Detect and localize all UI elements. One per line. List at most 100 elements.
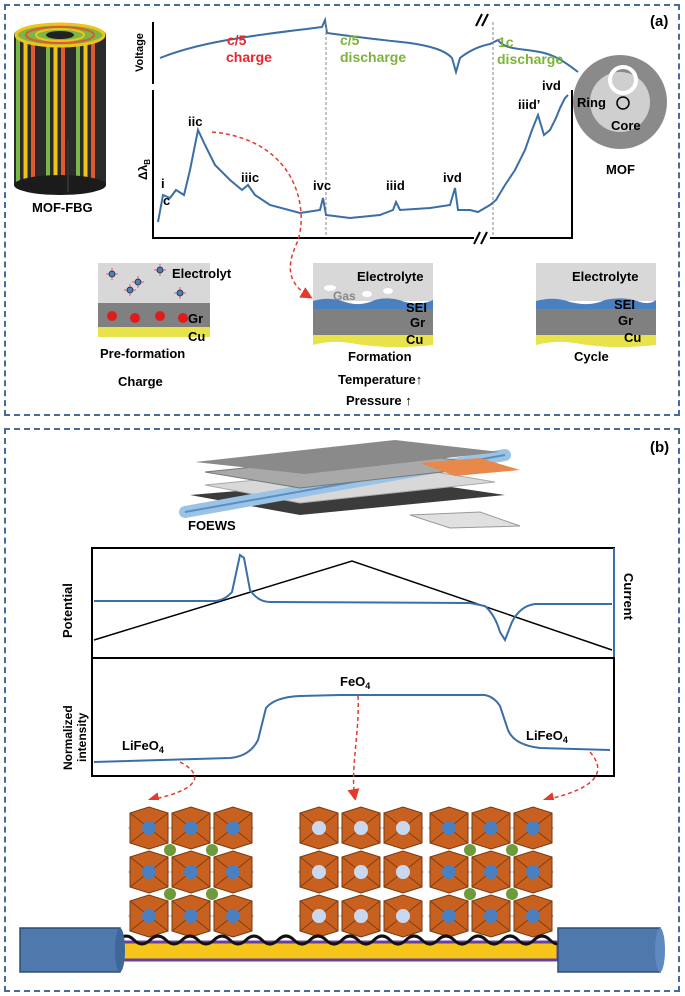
- segment2-rate: c/5: [340, 32, 360, 48]
- potential-axis-label: Potential: [60, 583, 75, 638]
- segment1-rate: c/5: [227, 32, 247, 48]
- li-atom: [164, 888, 176, 900]
- fe-atom: [396, 821, 410, 835]
- li-atom: [206, 844, 218, 856]
- pre-stage-name: Pre-formation: [100, 346, 185, 361]
- fe-atom: [442, 909, 456, 923]
- potential-triangle: [93, 560, 613, 651]
- fe-atom: [526, 821, 540, 835]
- formation-gas-label: Gas: [333, 289, 356, 303]
- cycle-sei-label: SEI: [614, 297, 635, 312]
- fe-atom: [184, 821, 198, 835]
- fbg-stripe: [61, 38, 65, 186]
- crystal-lifeo4-left: [126, 800, 256, 942]
- fe-atom: [142, 821, 156, 835]
- fe-atom: [442, 821, 456, 835]
- pre-stage-sub: Charge: [118, 374, 163, 389]
- species-left: LiFeO4: [122, 738, 164, 755]
- peak-iiic: iiic: [241, 170, 259, 185]
- mof-ring-label: Ring: [577, 95, 606, 110]
- fe-atom: [484, 909, 498, 923]
- electrolyte-molecule: [124, 284, 136, 296]
- fbg-stripe: [53, 38, 58, 186]
- fe-atom: [312, 821, 326, 835]
- arrow-right: [542, 751, 599, 804]
- formation-gr-label: Gr: [410, 315, 425, 330]
- fe-atom: [312, 909, 326, 923]
- formation-stage-name: Formation: [348, 349, 412, 364]
- formation-temp: Temperature↑: [338, 372, 422, 387]
- arrow-mid: [347, 695, 360, 801]
- intensity-axis-label-1: Normalized: [61, 705, 75, 770]
- panel-a-label: (a): [650, 13, 668, 30]
- axis-break-top: [475, 13, 489, 27]
- delta-curve: [157, 94, 569, 223]
- fbg-stripe: [23, 38, 28, 186]
- li-atom: [506, 844, 518, 856]
- current-curve: [94, 553, 612, 643]
- fe-atom: [142, 909, 156, 923]
- peak-c: c: [163, 193, 170, 208]
- voltage-curve: [159, 16, 579, 76]
- fbg-stripe: [98, 38, 103, 186]
- segment2-mode: discharge: [340, 49, 406, 65]
- stage-pre-formation: [98, 263, 210, 337]
- fe-atom: [526, 865, 540, 879]
- fbg-stripe: [83, 38, 88, 186]
- voltage-axis-label: Voltage: [134, 33, 146, 72]
- intensity-curve: [93, 693, 611, 763]
- fe-atom: [484, 821, 498, 835]
- fe-atom: [442, 865, 456, 879]
- formation-sei-label: SEI: [406, 300, 427, 315]
- segment3-mode: discharge: [497, 51, 563, 67]
- fe-atom: [184, 909, 198, 923]
- electrolyte-molecule: [174, 287, 186, 299]
- peak-ivd-2: ivd: [542, 78, 561, 93]
- formation-cu-label: Cu: [406, 332, 423, 347]
- foews-label: FOEWS: [188, 518, 236, 533]
- crystal-feo4: [296, 800, 426, 942]
- fe-atom: [226, 821, 240, 835]
- fbg-stripe: [38, 38, 43, 186]
- li-atom: [206, 888, 218, 900]
- mof-fbg-cylinder: [14, 22, 106, 195]
- fbg-stripe: [76, 38, 80, 186]
- li-atom: [464, 844, 476, 856]
- fe-atom: [142, 865, 156, 879]
- fe-atom: [396, 909, 410, 923]
- species-mid: FeO4: [340, 674, 370, 691]
- peak-iiid: iiid: [386, 178, 405, 193]
- stage-cycle: [536, 263, 656, 348]
- li-atom: [164, 844, 176, 856]
- pre-electrolyte-label: Electrolyt: [172, 266, 232, 281]
- fe-atom: [526, 909, 540, 923]
- cycle-gr-label: Gr: [618, 313, 633, 328]
- fbg-stripe: [46, 38, 50, 186]
- cycle-electrolyte-label: Electrolyte: [572, 269, 638, 284]
- fbg-stripe: [91, 38, 95, 186]
- mof-fbg-label: MOF-FBG: [32, 200, 93, 215]
- peak-ivd-1: ivd: [443, 170, 462, 185]
- current-axis-label: Current: [621, 573, 636, 621]
- formation-pressure: Pressure ↑: [346, 393, 412, 408]
- fe-atom: [354, 865, 368, 879]
- panel-b: [4, 428, 680, 992]
- optical-fiber: [19, 927, 665, 973]
- peak-ivc: ivc: [313, 178, 331, 193]
- mof-title: MOF: [606, 162, 635, 177]
- peak-iiid-prime: iiid’: [518, 97, 540, 112]
- electrolyte-molecule: [106, 268, 118, 280]
- fe-atom: [184, 865, 198, 879]
- fe-atom: [354, 821, 368, 835]
- cycle-cu-label: Cu: [624, 330, 641, 345]
- fbg-stripe: [68, 38, 73, 186]
- formation-arrow: [211, 131, 313, 299]
- peak-i: i: [161, 176, 165, 191]
- stage-formation: [313, 263, 433, 348]
- intensity-axis-label-2: intensity: [75, 712, 89, 762]
- fe-atom: [312, 865, 326, 879]
- fe-atom: [226, 865, 240, 879]
- cycle-stage-name: Cycle: [574, 349, 609, 364]
- fbg-stripe: [31, 38, 35, 186]
